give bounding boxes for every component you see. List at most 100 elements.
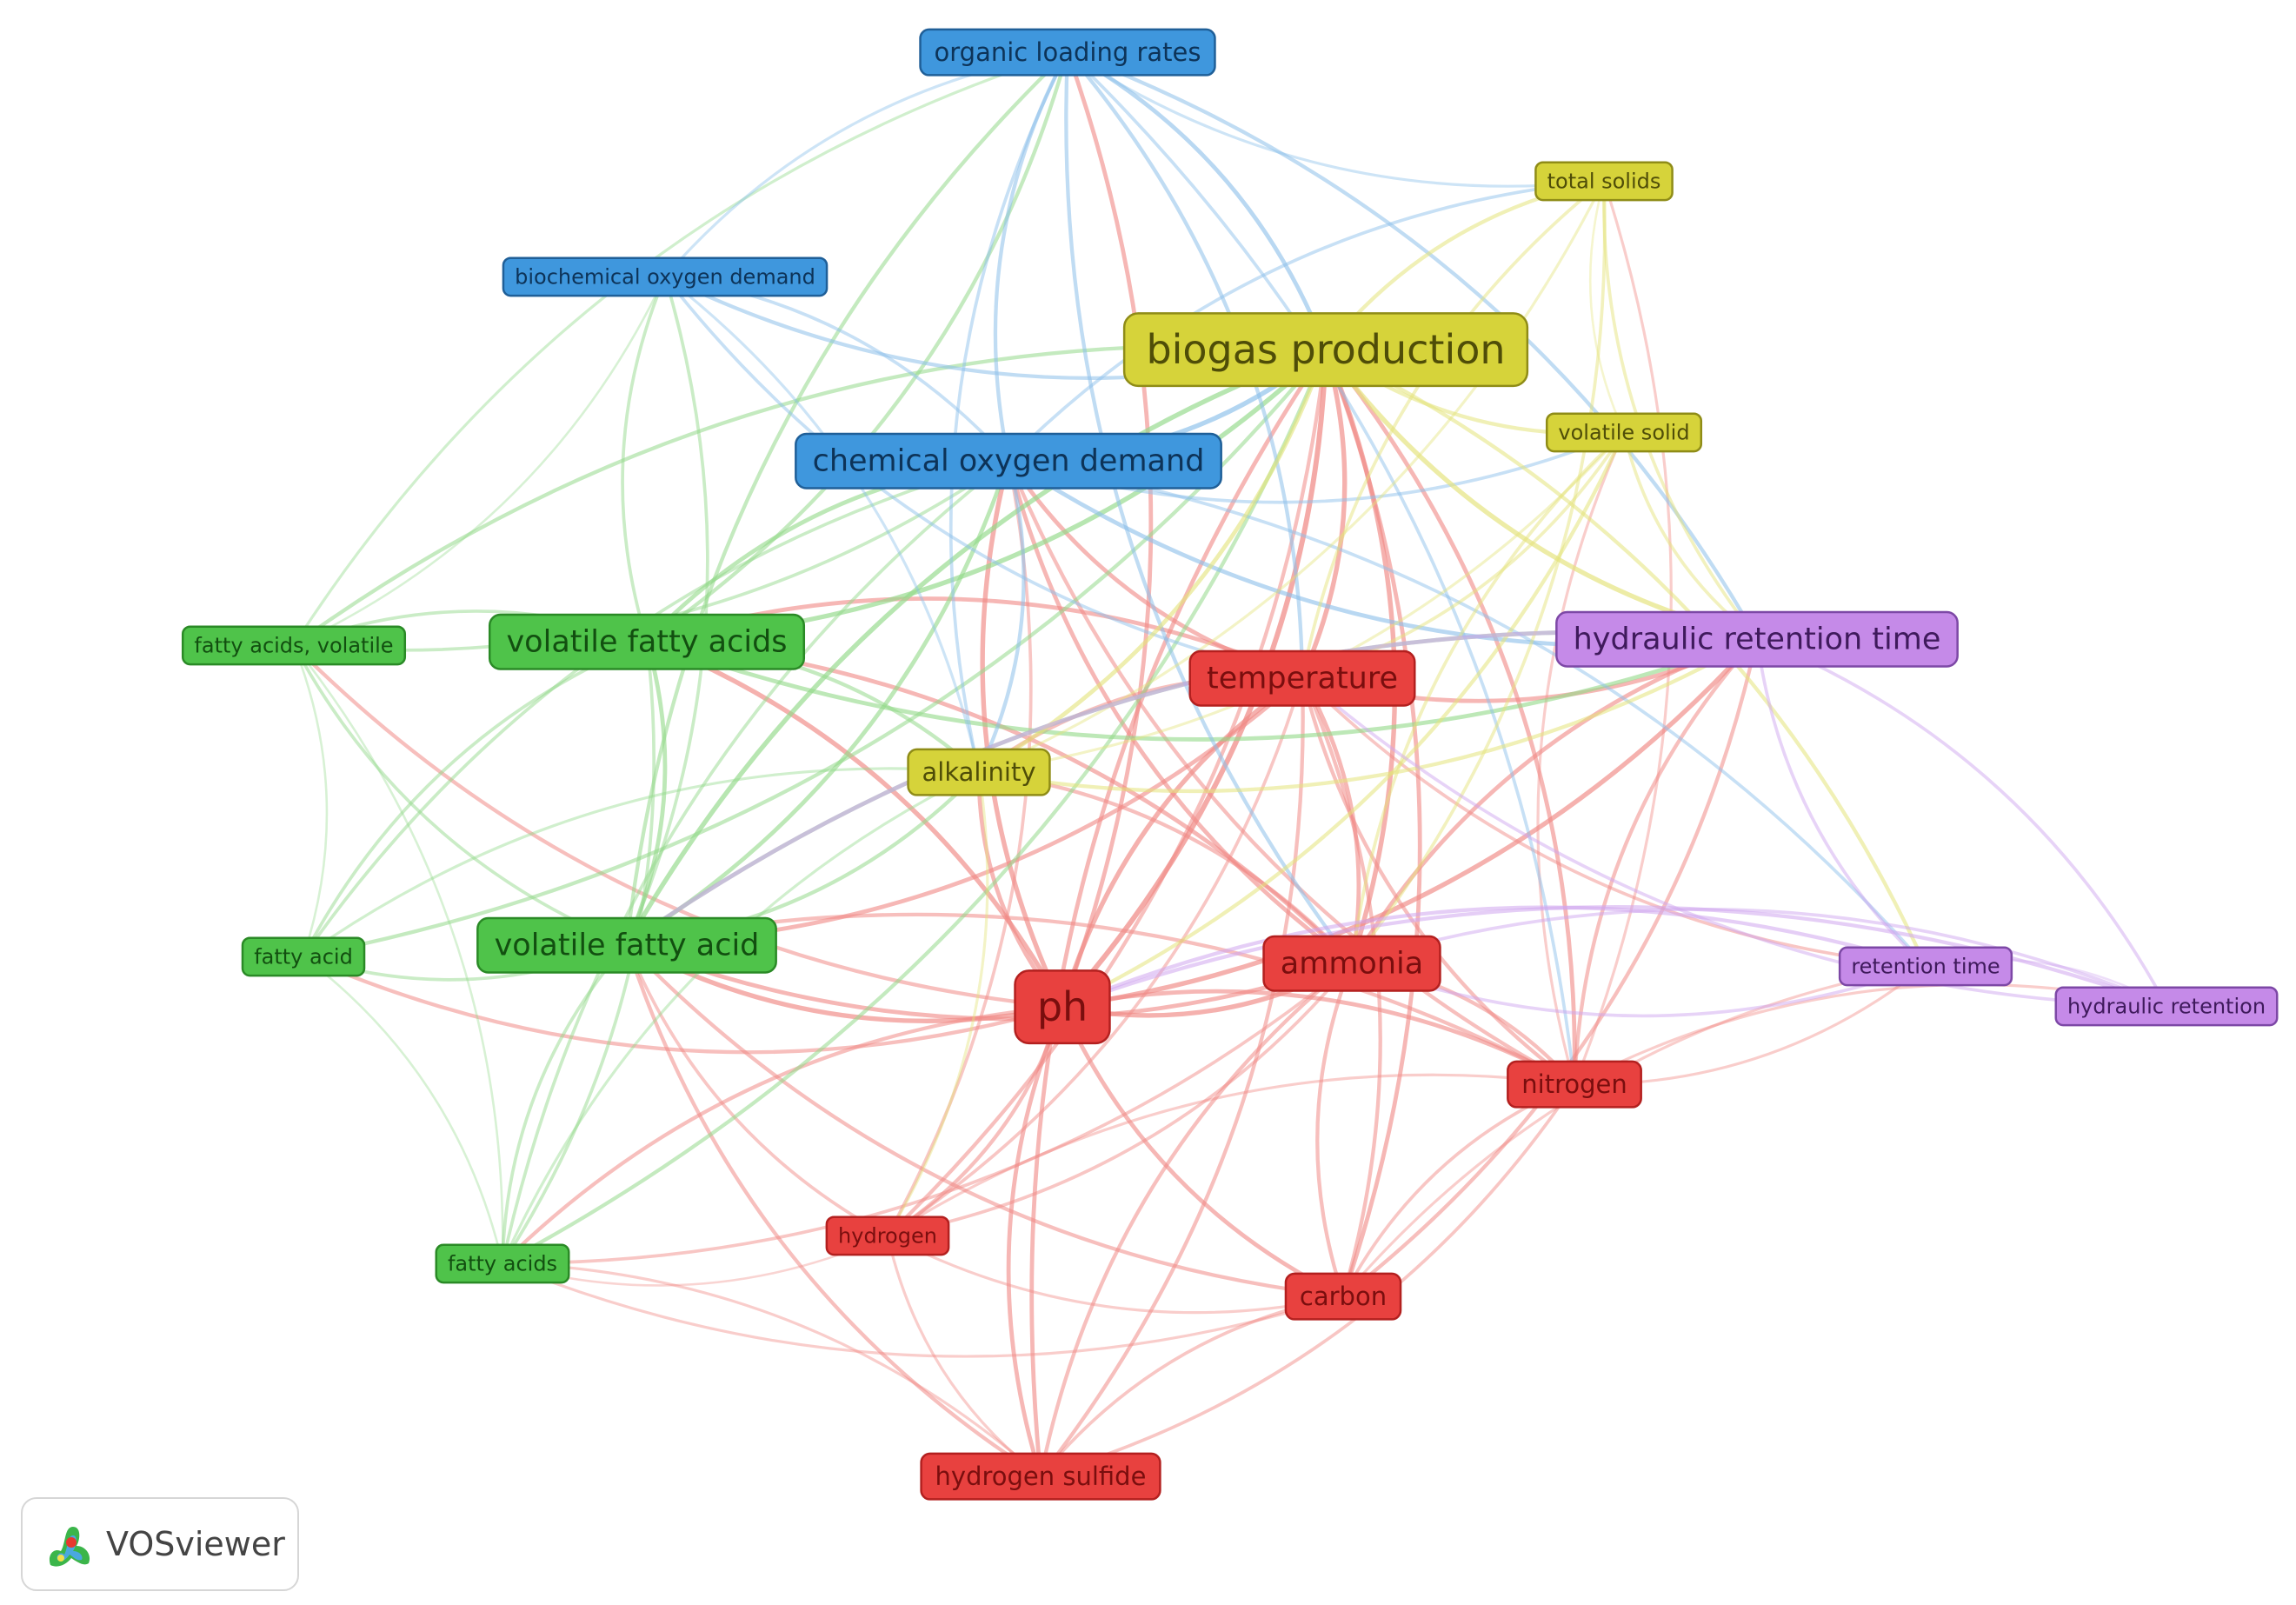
node-pill bbox=[919, 28, 1216, 77]
node-bod[interactable]: biochemical oxygen demand bbox=[502, 256, 829, 297]
node-carb[interactable]: carbon bbox=[1284, 1272, 1402, 1321]
node-label: hydraulic retention time bbox=[1574, 622, 1941, 656]
node-fav[interactable]: fatty acids, volatile bbox=[181, 625, 407, 666]
link-nit-vs bbox=[1536, 431, 1626, 1085]
node-label: retention time bbox=[1851, 954, 2000, 978]
link-carb-bp bbox=[1323, 349, 1422, 1297]
link-olr-alk bbox=[948, 51, 1069, 773]
link-nit-hyd bbox=[887, 1073, 1575, 1237]
link-vfas-olr bbox=[645, 51, 1070, 643]
link-hr-temp bbox=[1301, 676, 2167, 1008]
link-ph-fa bbox=[303, 955, 1063, 1055]
node-label: chemical oxygen demand bbox=[813, 443, 1205, 478]
node-label: carbon bbox=[1300, 1282, 1387, 1311]
link-temp-rt bbox=[1301, 676, 1927, 968]
link-rt-ph bbox=[1061, 905, 1927, 1009]
link-carb-fas bbox=[502, 1262, 1344, 1358]
node-pill bbox=[1838, 946, 2013, 987]
link-h2s-bp bbox=[1029, 348, 1328, 1477]
link-temp-h2s bbox=[1039, 676, 1305, 1478]
link-bod-alk bbox=[664, 275, 981, 773]
node-label: ph bbox=[1037, 983, 1088, 1030]
node-bp[interactable]: biogas production bbox=[1122, 312, 1529, 388]
link-vfa-fav bbox=[292, 644, 628, 946]
link-fas-bp bbox=[501, 349, 1328, 1265]
node-cod[interactable]: chemical oxygen demand bbox=[795, 432, 1222, 489]
link-hyd-h2s bbox=[886, 1235, 1042, 1478]
link-vs-ph bbox=[1061, 431, 1626, 1009]
node-label: biogas production bbox=[1146, 326, 1505, 373]
node-ts[interactable]: total solids bbox=[1534, 161, 1674, 202]
node-pill bbox=[1284, 1272, 1402, 1321]
link-fas-fav bbox=[292, 644, 504, 1264]
node-hyd[interactable]: hydrogen bbox=[825, 1215, 950, 1256]
link-olr-ts bbox=[1067, 50, 1605, 188]
link-alk-hyd bbox=[886, 771, 989, 1236]
link-carb-hyd bbox=[887, 1234, 1344, 1315]
node-h2s[interactable]: hydrogen sulfide bbox=[920, 1452, 1161, 1501]
link-ts-alk bbox=[978, 180, 1606, 774]
node-nit[interactable]: nitrogen bbox=[1507, 1060, 1642, 1109]
link-ph-hrt bbox=[1061, 636, 1759, 1009]
link-amm-vfa bbox=[626, 942, 1353, 1022]
link-temp-bp bbox=[1300, 349, 1348, 679]
node-temp[interactable]: temperature bbox=[1188, 649, 1416, 707]
link-vfa-vfas bbox=[624, 640, 668, 945]
node-rt[interactable]: retention time bbox=[1838, 946, 2013, 987]
node-alk[interactable]: alkalinity bbox=[907, 748, 1051, 796]
link-olr-bp bbox=[1066, 50, 1328, 350]
link-temp-nit bbox=[1300, 676, 1576, 1086]
link-hr-amm bbox=[1351, 908, 2167, 1008]
vosviewer-brand[interactable]: VOSviewer bbox=[21, 1497, 299, 1591]
node-label: total solids bbox=[1547, 169, 1661, 193]
link-temp-hyd bbox=[886, 676, 1304, 1237]
node-amm[interactable]: ammonia bbox=[1262, 935, 1441, 992]
node-label: fatty acids bbox=[448, 1251, 557, 1275]
link-amm-carb bbox=[1315, 962, 1354, 1297]
node-pill bbox=[181, 625, 407, 666]
link-ts-temp bbox=[1301, 179, 1606, 678]
link-ts-vs bbox=[1588, 180, 1626, 433]
node-ph[interactable]: ph bbox=[1014, 969, 1111, 1045]
node-pill bbox=[241, 936, 366, 977]
link-carb-vfa bbox=[625, 942, 1344, 1299]
link-nit-hrt bbox=[1572, 636, 1759, 1085]
link-fa-fav bbox=[292, 644, 329, 957]
link-hrt-hr bbox=[1756, 636, 2168, 1007]
link-olr-amm bbox=[1064, 51, 1354, 964]
node-vs[interactable]: volatile solid bbox=[1545, 412, 1703, 453]
link-ph-fas bbox=[501, 1004, 1063, 1265]
node-label: temperature bbox=[1207, 661, 1398, 696]
node-vfa[interactable]: volatile fatty acid bbox=[476, 916, 777, 974]
node-label: ammonia bbox=[1281, 946, 1423, 981]
node-label: volatile fatty acid bbox=[495, 928, 760, 962]
node-fas[interactable]: fatty acids bbox=[435, 1243, 570, 1284]
node-vfas[interactable]: volatile fatty acids bbox=[488, 613, 806, 670]
link-cod-ts bbox=[1007, 179, 1605, 462]
link-bod-temp bbox=[663, 275, 1303, 679]
node-pill bbox=[1534, 161, 1674, 202]
link-olr-bod bbox=[663, 50, 1068, 278]
link-vs-amm bbox=[1350, 430, 1626, 963]
link-ts-amm bbox=[1350, 180, 1607, 964]
node-label: biochemical oxygen demand bbox=[515, 264, 815, 289]
node-label: alkalinity bbox=[922, 757, 1036, 787]
link-ph-olr bbox=[1060, 51, 1154, 1008]
node-olr[interactable]: organic loading rates bbox=[919, 28, 1216, 77]
node-pill bbox=[476, 916, 777, 974]
node-pill bbox=[1555, 610, 1959, 668]
node-label: fatty acid bbox=[254, 944, 353, 969]
link-amm-hyd bbox=[887, 961, 1354, 1237]
link-cod-alk bbox=[977, 459, 1026, 773]
link-vfa-fas bbox=[501, 942, 629, 1264]
node-pill bbox=[1545, 412, 1703, 453]
link-hyd-vfa bbox=[625, 943, 888, 1237]
link-bp-rt bbox=[1325, 348, 1927, 967]
node-hr[interactable]: hydraulic retention bbox=[2054, 986, 2279, 1027]
link-vfas-hrt bbox=[646, 636, 1758, 742]
node-pill bbox=[1122, 312, 1529, 388]
node-fa[interactable]: fatty acid bbox=[241, 936, 366, 977]
node-hrt[interactable]: hydraulic retention time bbox=[1555, 610, 1959, 668]
links-layer bbox=[292, 50, 2168, 1478]
link-nit-h2s bbox=[1040, 1082, 1576, 1478]
